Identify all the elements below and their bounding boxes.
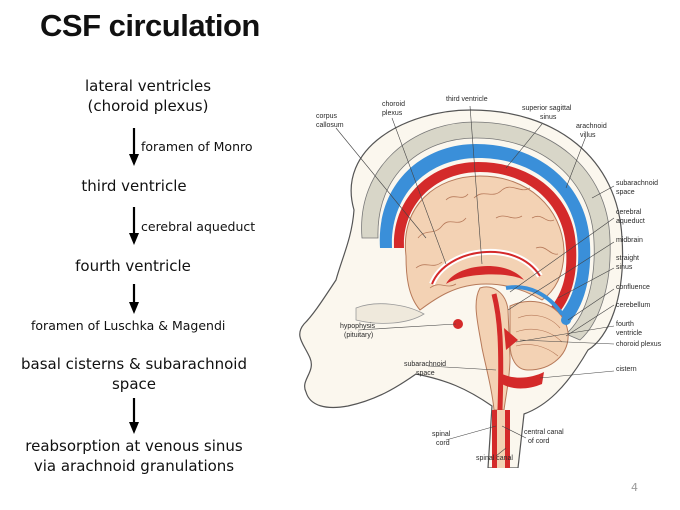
label-central-canal-2: of cord — [528, 438, 550, 445]
label-choroid-plexus-1: choroid — [382, 101, 405, 108]
label-subarachnoid-low-2: space — [416, 370, 435, 377]
step-basal-cisterns-line2: space — [111, 375, 157, 393]
label-corpus-callosum-1: corpus — [316, 113, 338, 120]
label-corpus-callosum-2: callosum — [316, 122, 344, 129]
lateral-ventricle — [446, 266, 524, 284]
down-arrow-icon — [129, 284, 139, 314]
step-lateral-ventricles-line2: (choroid plexus) — [87, 97, 209, 115]
spinal-cord — [497, 410, 505, 468]
csf-flow-chart: lateral ventricles (choroid plexus) fora… — [0, 0, 290, 510]
label-central-canal-1: central canal — [524, 429, 564, 436]
label-straight-sinus-1: straight — [616, 255, 639, 262]
down-arrow-icon — [129, 398, 139, 434]
label-hypophysis-2: (pituitary) — [344, 332, 373, 339]
step-reabsorption: reabsorption at venous sinus via arachno… — [25, 436, 243, 476]
label-confluence: confluence — [616, 284, 650, 291]
down-arrow-icon — [129, 128, 139, 166]
label-arachnoid-villus-2: villus — [580, 132, 596, 139]
confluence — [561, 315, 571, 325]
label-subarachnoid-space-1: subarachnoid — [616, 180, 658, 187]
cistern — [502, 372, 544, 389]
label-cerebral-aqueduct-2: aqueduct — [616, 218, 645, 225]
label-choroid-plexus-b: choroid plexus — [616, 341, 662, 348]
hypophysis — [453, 319, 463, 329]
label-superior-sagittal-2: sinus — [540, 114, 557, 121]
label-midbrain: midbrain — [616, 237, 643, 244]
gyri — [415, 186, 559, 289]
label-spinal-cord-2: cord — [436, 440, 450, 447]
step-lateral-ventricles: lateral ventricles (choroid plexus) — [85, 76, 211, 116]
via-cerebral-aqueduct: cerebral aqueduct — [141, 219, 256, 234]
brain-sagittal-illustration: corpus callosum choroid plexus third ven… — [299, 96, 662, 468]
label-subarachnoid-space-2: space — [616, 189, 635, 196]
fourth-ventricle — [504, 328, 518, 350]
label-cistern: cistern — [616, 366, 637, 373]
label-cerebellum: cerebellum — [616, 302, 650, 309]
label-cerebral-aqueduct-1: cerebral — [616, 209, 642, 216]
step-basal-cisterns-line1: basal cisterns & subarachnoid — [21, 355, 247, 373]
face-sinus — [355, 303, 425, 324]
subarachnoid-csf — [379, 144, 591, 328]
label-choroid-plexus-2: plexus — [382, 110, 403, 117]
label-spinal-canal: spinal canal — [476, 455, 513, 462]
step-third-ventricle: third ventricle — [81, 177, 187, 195]
cerebrum — [404, 175, 565, 311]
leader-lines — [335, 105, 615, 457]
label-straight-sinus-2: sinus — [616, 264, 633, 271]
label-hypophysis-1: hypophysis — [340, 323, 376, 330]
label-fourth-ventricle-1: fourth — [616, 321, 634, 328]
page-number: 4 — [631, 481, 638, 494]
sagittal-sinus — [393, 162, 577, 314]
via-foramen-of-monro: foramen of Monro — [141, 139, 253, 154]
label-superior-sagittal-1: superior sagittal — [522, 105, 572, 112]
step-reabsorption-line1: reabsorption at venous sinus — [25, 437, 243, 455]
straight-sinus — [505, 285, 564, 316]
step-reabsorption-line2: via arachnoid granulations — [33, 457, 235, 475]
label-third-ventricle: third ventricle — [446, 96, 488, 103]
down-arrow-icon — [129, 207, 139, 245]
step-lateral-ventricles-line1: lateral ventricles — [84, 77, 212, 95]
label-arachnoid-villus-1: arachnoid — [576, 123, 607, 130]
skull-bone — [361, 121, 611, 341]
slide-title: CSF circulation — [40, 8, 260, 43]
step-basal-cisterns: basal cisterns & subarachnoid space — [21, 354, 247, 394]
label-subarachnoid-low-1: subarachnoid — [404, 361, 446, 368]
via-foramen-luschka-magendi: foramen of Luschka & Magendi — [31, 318, 226, 333]
step-fourth-ventricle: fourth ventricle — [75, 257, 191, 275]
aqueduct-tract — [491, 293, 504, 411]
cerebellum-folia — [515, 315, 563, 357]
label-spinal-cord-1: spinal — [432, 431, 451, 438]
label-fourth-ventricle-2: ventricle — [616, 330, 642, 337]
